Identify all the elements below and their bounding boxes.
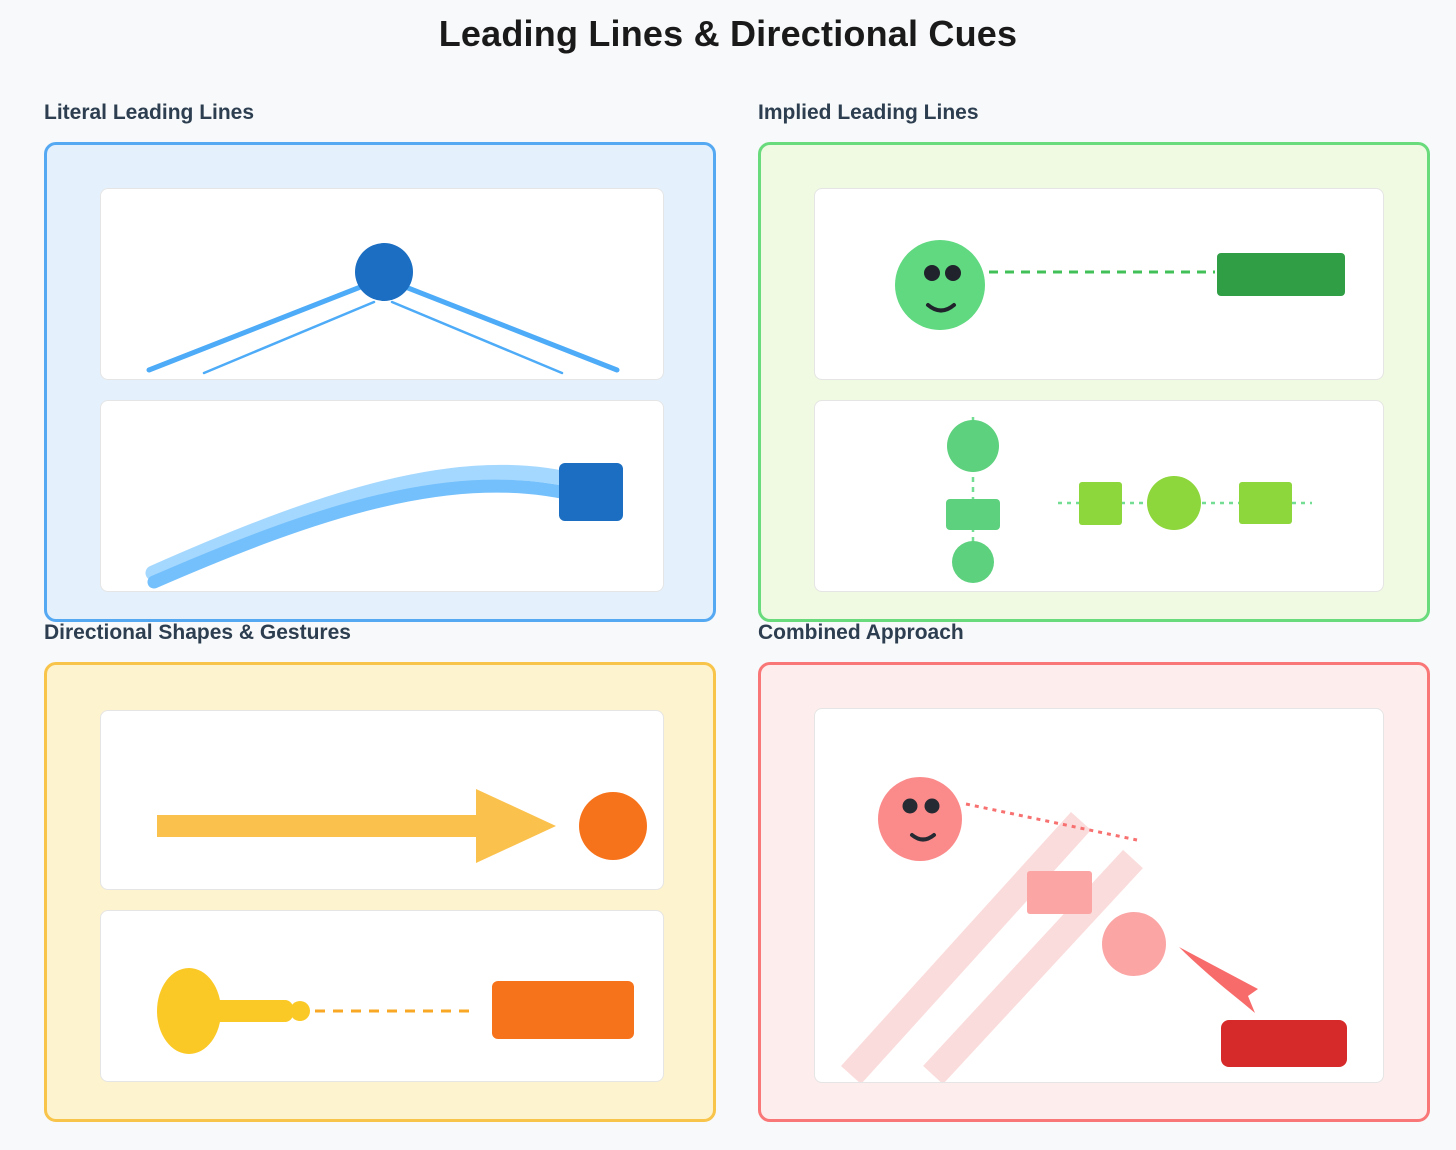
shape-alignment-graphic <box>946 417 1312 583</box>
section-heading-directional: Directional Shapes & Gestures <box>44 621 351 644</box>
card-arrow-to-target <box>100 710 664 890</box>
focal-circle-icon <box>355 243 413 301</box>
aligned-circle-bottom <box>952 541 994 583</box>
dart-arrow-icon <box>1179 947 1258 1013</box>
card-shape-alignment <box>814 400 1384 592</box>
leading-line-left-outer <box>146 283 366 373</box>
pointing-gesture-graphic <box>157 968 634 1054</box>
converging-lines-graphic <box>146 243 620 375</box>
card-converging-lines <box>100 188 664 380</box>
card-gaze-direction <box>814 188 1384 380</box>
arrow-head-icon <box>476 789 556 863</box>
smile-icon <box>926 303 956 313</box>
diagonal-stripe-right <box>923 849 1143 1082</box>
hand-palm-icon <box>157 968 221 1054</box>
leading-line-right-outer <box>400 283 620 373</box>
smile-icon <box>910 833 936 842</box>
pointing-finger-icon <box>209 1000 293 1022</box>
fingertip-icon <box>290 1001 310 1021</box>
aligned-square-middle <box>946 499 1000 530</box>
aligned-circle-top <box>947 420 999 472</box>
card-curved-leading-line <box>100 400 664 592</box>
panel-literal-leading-lines <box>44 142 716 622</box>
gaze-target-rectangle <box>1217 253 1345 296</box>
eye-right-icon <box>924 798 940 814</box>
eye-left-icon <box>924 265 940 281</box>
path-circle <box>1102 912 1166 976</box>
curved-line-graphic <box>145 463 623 589</box>
panel-implied-leading-lines <box>758 142 1430 622</box>
arrow-target-graphic <box>157 789 647 863</box>
card-combined-scene <box>814 708 1384 1083</box>
gaze-dotted-line <box>965 802 1138 842</box>
aligned-square-right <box>1239 482 1292 524</box>
panel-combined-approach <box>758 662 1430 1122</box>
section-heading-literal: Literal Leading Lines <box>44 101 255 124</box>
path-square <box>1027 871 1092 914</box>
diagonal-stripe-left <box>840 811 1092 1082</box>
section-heading-combined: Combined Approach <box>758 621 964 644</box>
panel-directional-shapes <box>44 662 716 1122</box>
section-heading-implied: Implied Leading Lines <box>758 101 979 124</box>
gaze-direction-graphic <box>895 240 1345 330</box>
leading-line-right-inner <box>390 300 564 375</box>
eye-right-icon <box>945 265 961 281</box>
curve-highlight-stroke <box>145 464 591 581</box>
arrow-shaft <box>157 815 476 837</box>
aligned-square-left <box>1079 482 1122 525</box>
focal-square-icon <box>559 463 623 521</box>
leading-line-left-inner <box>202 300 376 375</box>
face-icon <box>895 240 985 330</box>
face-icon <box>878 777 962 861</box>
pointing-target-rectangle <box>492 981 634 1039</box>
final-target-rectangle <box>1221 1020 1347 1067</box>
combined-scene-graphic <box>840 777 1347 1082</box>
eye-left-icon <box>902 798 918 814</box>
page-title: Leading Lines & Directional Cues <box>438 13 1018 54</box>
curve-main-stroke <box>147 479 590 589</box>
card-pointing-gesture <box>100 910 664 1082</box>
aligned-circle-center <box>1147 476 1201 530</box>
arrow-target-circle <box>579 792 647 860</box>
